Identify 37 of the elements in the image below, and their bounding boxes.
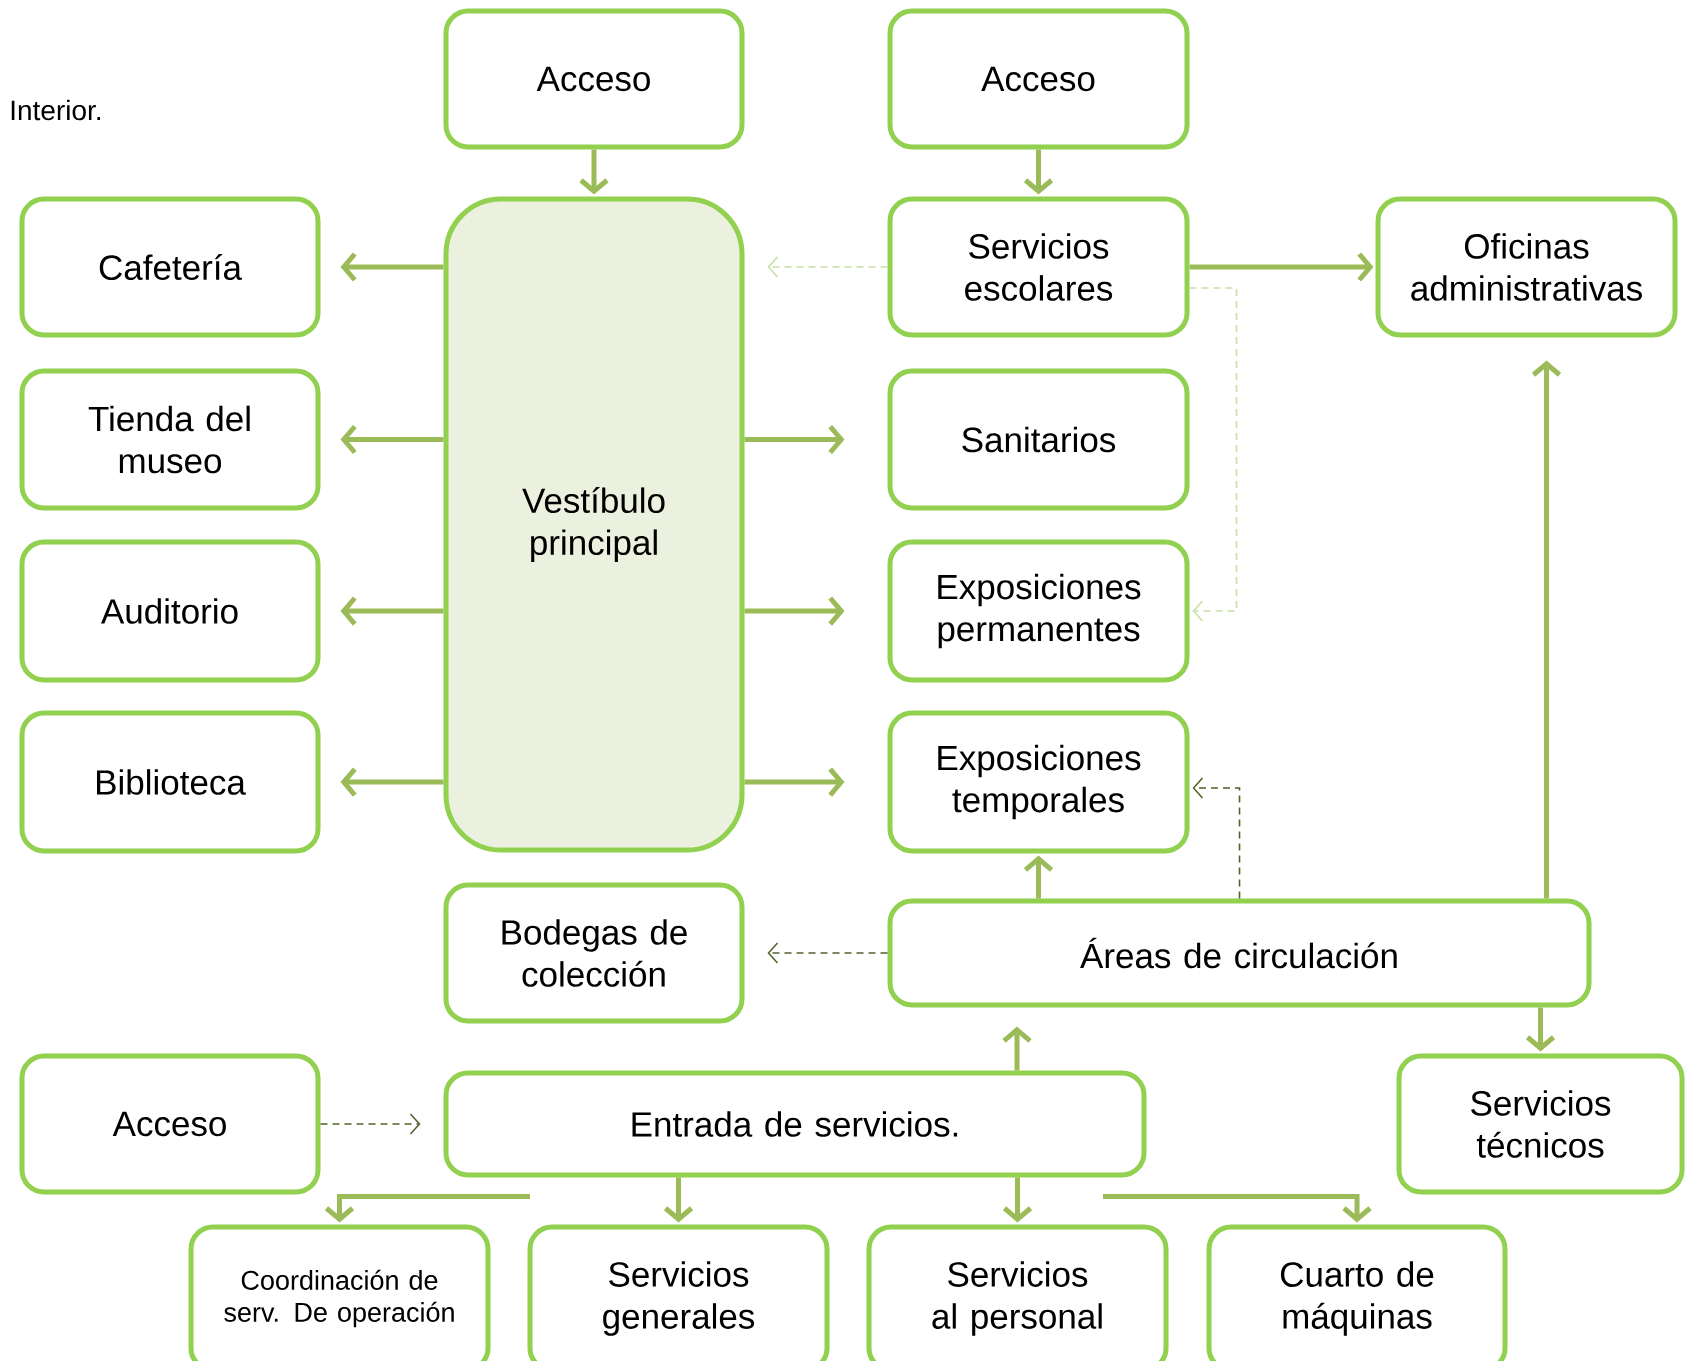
process-box: Biblioteca	[19, 710, 321, 854]
process-box: Coordinación de serv. De operación	[188, 1224, 491, 1361]
process-box: Acceso	[19, 1053, 321, 1195]
arrow	[1531, 360, 1562, 899]
process-box: Entrada de servicios.	[443, 1070, 1147, 1178]
process-box: Cuarto de máquinas	[1206, 1224, 1508, 1361]
process-box: Exposiciones permanentes	[887, 539, 1190, 683]
process-box: Servicios técnicos	[1396, 1053, 1685, 1195]
process-box: Bodegas de colección	[443, 882, 745, 1024]
process-box: Servicios escolares	[887, 196, 1190, 338]
process-box: Sanitarios	[887, 368, 1190, 511]
process-box: Cafetería	[19, 196, 321, 338]
dashed-arrow	[1192, 777, 1241, 900]
dashed-arrow	[767, 256, 889, 278]
process-box: Acceso	[443, 8, 745, 150]
process-box: Auditorio	[19, 539, 321, 683]
arrow	[340, 424, 444, 455]
process-box: Servicios generales	[527, 1224, 830, 1361]
process-box: Exposiciones temporales	[887, 710, 1190, 854]
process-box: Servicios al personal	[866, 1224, 1169, 1361]
process-box: Áreas de circulación	[887, 898, 1592, 1008]
hall-box: Vestíbulo principal	[443, 196, 745, 853]
arrow	[340, 767, 444, 797]
title: Interior.	[11, 99, 100, 121]
process-box: Oficinas administrativas	[1375, 196, 1678, 338]
arrow	[744, 424, 845, 455]
process-box: Tienda del museo	[19, 368, 321, 511]
dashed-arrow	[319, 1113, 421, 1135]
arrow	[324, 1194, 530, 1223]
arrow	[744, 767, 845, 797]
process-box: Acceso	[887, 8, 1190, 150]
arrow	[340, 596, 444, 626]
arrow	[1189, 252, 1374, 282]
dashed-arrow	[1188, 287, 1238, 622]
arrow	[340, 252, 444, 282]
dashed-arrow	[767, 942, 889, 964]
arrow	[744, 596, 845, 626]
